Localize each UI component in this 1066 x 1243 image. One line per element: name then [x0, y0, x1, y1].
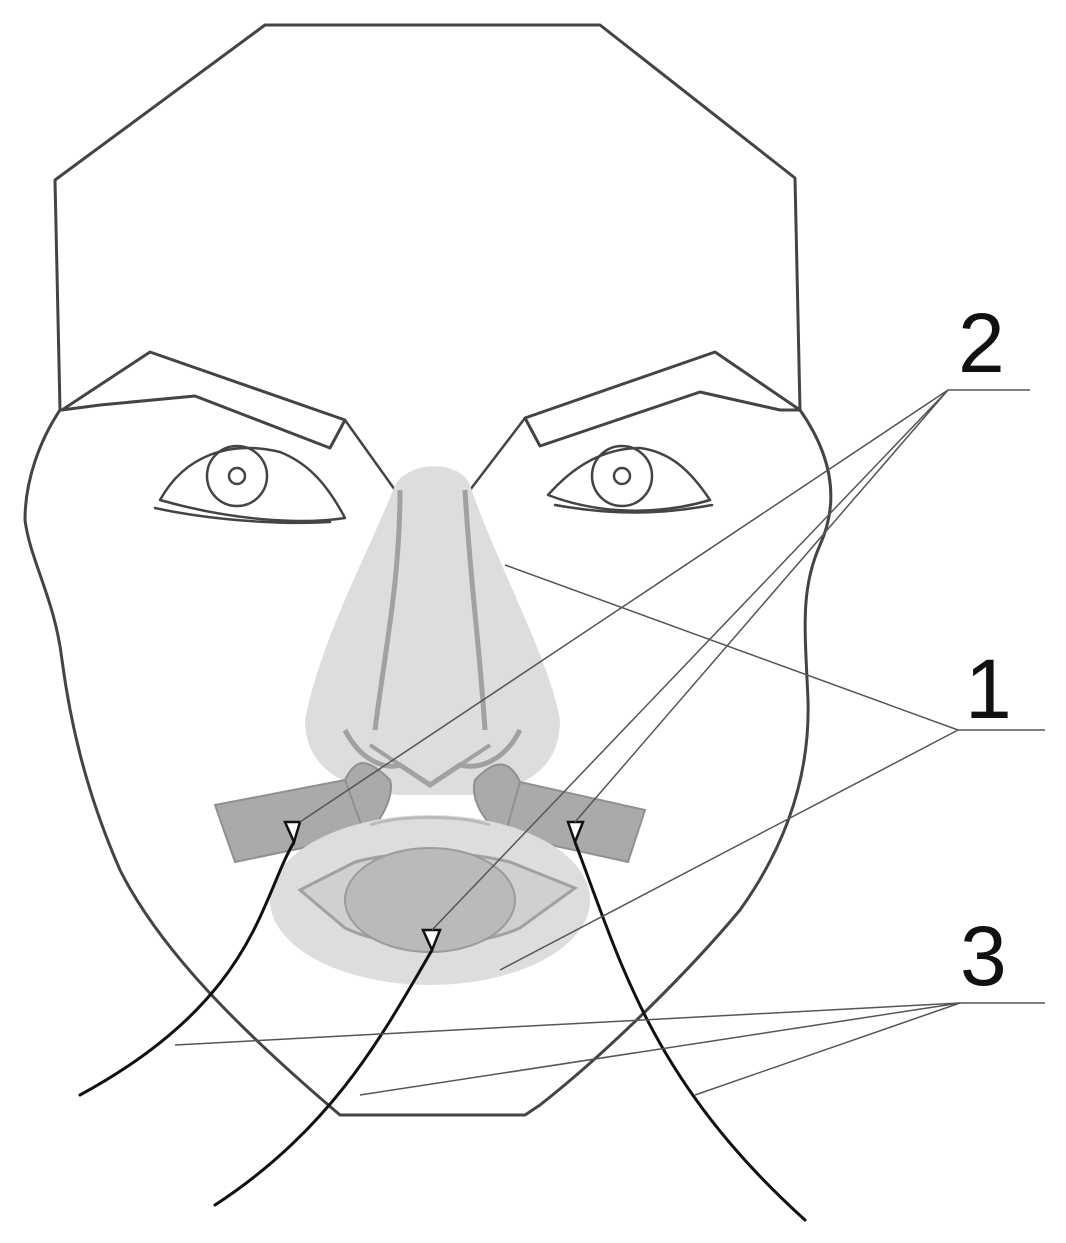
- leader-lines-1: [499, 564, 1045, 971]
- nose-mask: [305, 466, 560, 795]
- label-1: 1: [965, 642, 1012, 736]
- upper-lip: [369, 816, 491, 827]
- label-2: 2: [958, 296, 1005, 390]
- head-outline-upper: [53, 23, 802, 412]
- nose-ridge-left: [372, 489, 403, 731]
- right-suture: [573, 840, 807, 1222]
- right-eyebrow: [523, 350, 802, 448]
- leader-lines-2: [299, 389, 1030, 931]
- left-anchor-knot: [283, 820, 302, 846]
- right-eye: [546, 444, 714, 514]
- left-eye: [153, 444, 347, 525]
- leader-lines-3: [174, 1002, 1045, 1096]
- label-3: 3: [960, 909, 1007, 1003]
- left-suture: [78, 840, 296, 1097]
- face-outline: [23, 408, 833, 1117]
- nose-septum: [368, 743, 492, 788]
- center-suture: [213, 948, 434, 1207]
- left-eyebrow: [60, 350, 347, 450]
- face-line-left: [343, 418, 397, 492]
- center-anchor-knot: [421, 928, 442, 954]
- face-line-right: [468, 416, 527, 492]
